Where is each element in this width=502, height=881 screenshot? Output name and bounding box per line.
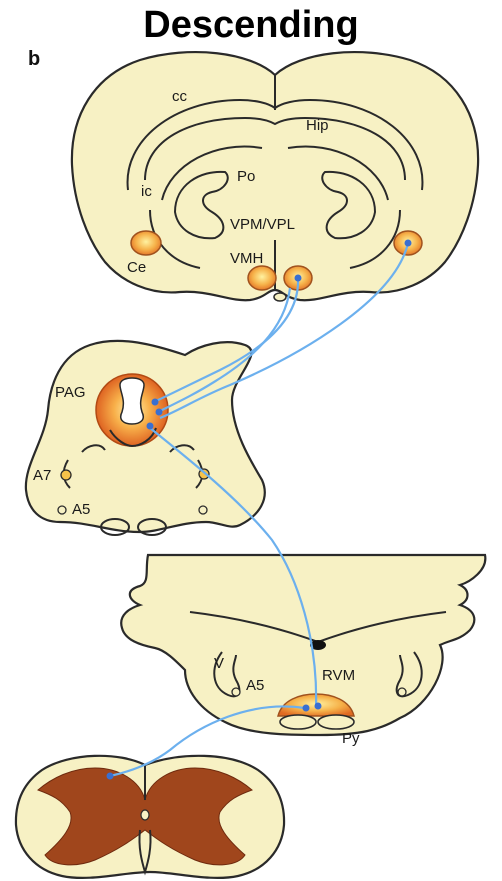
label-py: Py (342, 730, 360, 747)
label-ic: ic (141, 183, 152, 200)
central-canal (141, 810, 149, 820)
a5-medulla-right-dot (398, 688, 406, 696)
label-a5-midbrain: A5 (72, 501, 90, 518)
pyramid-left (280, 715, 316, 729)
label-vmh: VMH (230, 250, 263, 267)
a5-right-dot (199, 506, 207, 514)
pyramid-right (318, 715, 354, 729)
label-rvm: RVM (322, 667, 355, 684)
medulla-section: V A5 RVM Py (121, 555, 485, 747)
label-po: Po (237, 168, 255, 185)
aqueduct (120, 378, 144, 424)
label-pag: PAG (55, 384, 86, 401)
label-cc: cc (172, 88, 188, 105)
pathway-dot-pag-2 (156, 409, 163, 416)
pathway-dot-rvm-1 (303, 705, 310, 712)
a7-left-dot (61, 470, 71, 480)
label-v: V (214, 655, 224, 672)
vmh-left-nucleus (248, 266, 276, 290)
pathway-dot-pag-1 (152, 399, 159, 406)
label-vpm-vpl: VPM/VPL (230, 216, 295, 233)
ce-left-nucleus (131, 231, 161, 255)
label-a5-medulla: A5 (246, 677, 264, 694)
pathway-dot-dorsal-horn (107, 773, 114, 780)
forebrain-section: cc Hip Po ic VPM/VPL Ce VMH (72, 52, 478, 301)
label-a7: A7 (33, 467, 51, 484)
pathway-dot-rvm-2 (315, 703, 322, 710)
pathway-dot-ce-right (405, 240, 412, 247)
a5-left-dot (58, 506, 66, 514)
pathway-dot-vmh-right (295, 275, 302, 282)
vmh-small-ellipse (274, 293, 286, 301)
label-hip: Hip (306, 117, 329, 134)
pathway-dot-pag-3 (147, 423, 154, 430)
label-ce: Ce (127, 259, 146, 276)
midbrain-section: PAG A7 A5 (26, 341, 265, 535)
a5-medulla-left-dot (232, 688, 240, 696)
spinal-cord-section (16, 756, 284, 878)
